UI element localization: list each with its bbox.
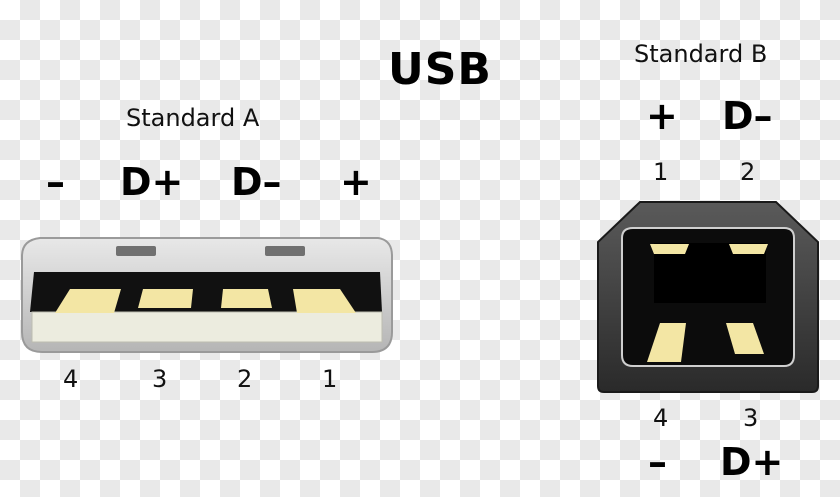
standard-b-pin-4: 4 <box>653 404 669 432</box>
standard-b-pin-1: 1 <box>653 158 669 186</box>
standard-b-pin-2: 2 <box>740 158 756 186</box>
standard-a-latch-left <box>116 246 156 256</box>
standard-a-contact-4 <box>55 289 121 313</box>
standard-b-pin-3: 3 <box>743 404 759 432</box>
standard-a-latch-right <box>265 246 305 256</box>
standard-b-signal-dminus: D– <box>722 94 773 138</box>
standard-b-contact-4 <box>647 323 686 362</box>
standard-a-pin-1: 1 <box>322 365 338 393</box>
standard-a-signal-ground: – <box>46 160 65 204</box>
standard-b-signal-dplus: D+ <box>720 440 784 484</box>
standard-a-insulator <box>31 311 383 343</box>
standard-b-signal-ground: – <box>648 440 667 484</box>
standard-a-contact-1 <box>293 289 356 313</box>
standard-a-cavity <box>30 272 382 312</box>
standard-a-contact-3 <box>138 289 193 308</box>
standard-a-pin-4: 4 <box>63 365 79 393</box>
standard-b-contact-1 <box>650 244 689 254</box>
standard-a-pin-3: 3 <box>152 365 168 393</box>
standard-b-signal-vbus: + <box>646 94 678 138</box>
standard-a-label: Standard A <box>126 104 260 132</box>
standard-a-signal-dplus: D+ <box>120 160 184 204</box>
standard-b-label: Standard B <box>634 40 768 68</box>
standard-a-pin-2: 2 <box>237 365 253 393</box>
standard-b-contact-2 <box>729 244 768 254</box>
standard-b-contact-3 <box>726 323 764 354</box>
standard-a-contact-2 <box>221 289 272 308</box>
diagram-title: USB <box>388 44 492 95</box>
standard-a-signal-dminus: D– <box>231 160 282 204</box>
standard-a-signal-vbus: + <box>340 160 372 204</box>
